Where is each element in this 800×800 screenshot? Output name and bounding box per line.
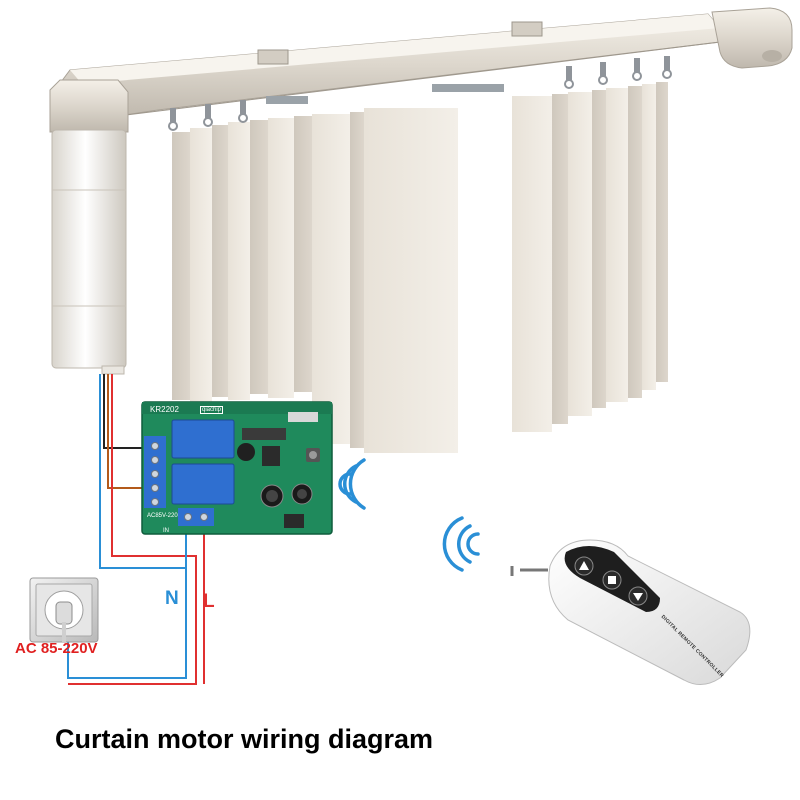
remote-control [510, 539, 751, 685]
remote-down-button[interactable] [628, 586, 648, 606]
signal-icon-receiver [338, 458, 366, 510]
receiver-model-label: KR2202 [150, 405, 179, 414]
curtain-motor [49, 79, 129, 375]
wires [67, 374, 205, 685]
curtain-track [57, 7, 793, 119]
curtain-right [512, 82, 668, 432]
curtain-left [172, 108, 458, 453]
diagram-caption: Curtain motor wiring diagram [55, 724, 434, 754]
neutral-label: N [165, 588, 179, 609]
motor-wire-blue [67, 374, 187, 679]
receiver-brand-label: qiachip [200, 406, 224, 414]
receiver-voltage-label: AC85V-220 [147, 513, 178, 519]
motor-wire-brown [107, 374, 154, 489]
remote-stop-button[interactable] [602, 570, 622, 590]
track-gliders [168, 56, 672, 131]
wall-socket [29, 577, 99, 643]
receiver-board [141, 401, 333, 535]
remote-up-button[interactable] [574, 556, 594, 576]
power-supply-label: AC 85-220V [15, 640, 98, 657]
receiver-input-label: IN [163, 528, 169, 534]
motor-wire-red [68, 374, 197, 685]
signal-icon-remote [442, 516, 480, 572]
motor-wire-black [103, 374, 154, 449]
live-label: L [203, 591, 215, 612]
